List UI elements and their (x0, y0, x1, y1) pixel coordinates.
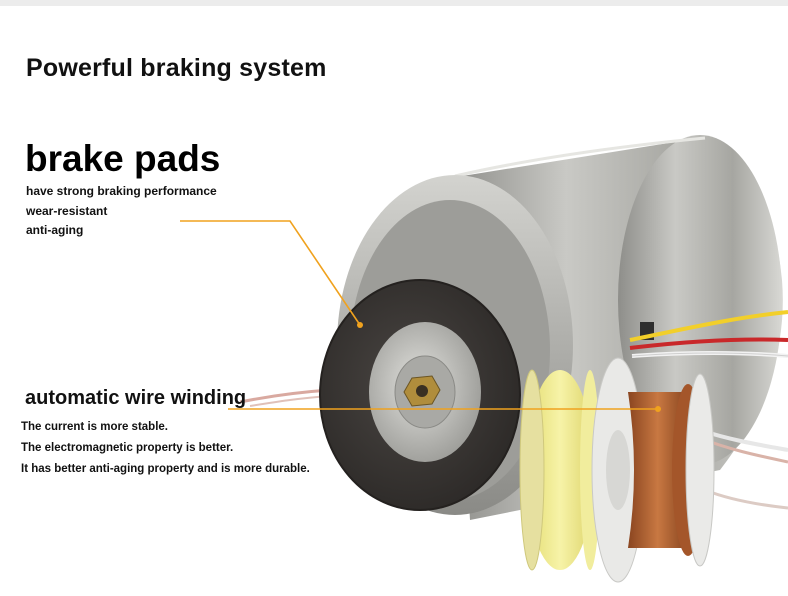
wire-winding-feature: The electromagnetic property is better. (21, 442, 234, 454)
brake-pads-feature: have strong braking performance (26, 184, 217, 198)
yellow-tape-roll (519, 369, 600, 571)
wire-winding-feature: The current is more stable. (21, 421, 168, 433)
brake-pad-disc (319, 279, 521, 511)
wire-winding-feature-list: The current is more stable. The electrom… (21, 417, 310, 480)
brake-pads-feature: wear-resistant (26, 203, 108, 218)
brake-pads-feature-list: have strong braking performance wear-res… (26, 182, 217, 241)
copper-wire-spool (591, 357, 715, 583)
brake-pads-heading: brake pads (25, 138, 221, 179)
wire-winding-heading: automatic wire winding (25, 387, 247, 409)
left-wires (239, 388, 331, 407)
callout-lines (180, 220, 661, 412)
wire-winding-feature: It has better anti-aging property and is… (21, 463, 310, 475)
brake-pads-feature: anti-aging (26, 223, 84, 237)
page-title: Powerful braking system (26, 54, 327, 82)
top-band (0, 0, 788, 6)
